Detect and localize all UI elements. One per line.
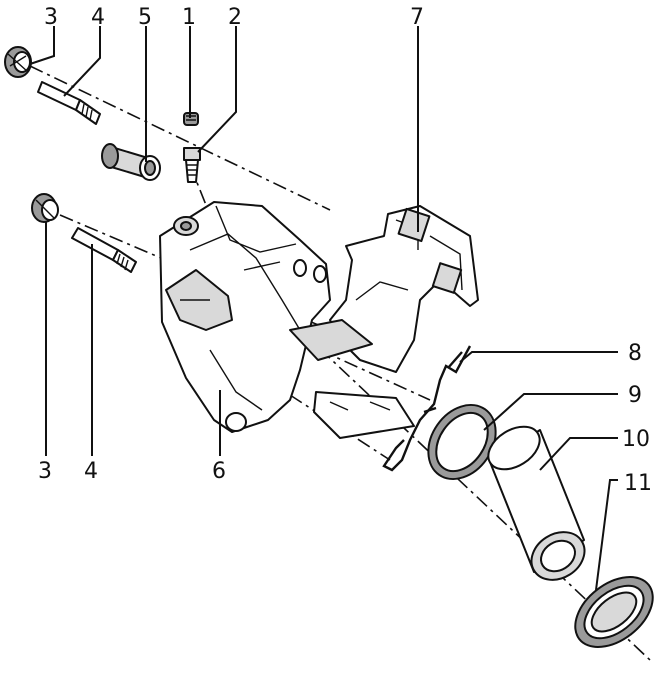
retaining-spring [382,345,472,472]
leader-2 [197,26,237,153]
leader-3-upper [29,26,55,65]
callout-3-lower: 3 [38,459,52,484]
callout-4-upper: 4 [91,5,105,30]
callout-labels: 3 4 5 1 2 7 8 9 10 11 3 4 6 [38,5,652,496]
callout-9: 9 [628,383,642,408]
callout-1: 1 [182,5,196,30]
leader-8 [459,351,618,363]
callout-8: 8 [628,341,642,366]
leader-11 [595,479,618,591]
callout-4-lower: 4 [84,459,98,484]
bleed-valve [183,147,201,183]
callout-2: 2 [228,5,242,30]
leader-10 [539,437,618,471]
guide-pin-cap-upper [4,46,32,78]
leader-9 [483,393,618,431]
callout-7: 7 [410,5,424,30]
caliper-carrier [329,205,479,373]
callout-11: 11 [624,471,652,496]
callout-6: 6 [212,459,226,484]
axis-upper-guide-pin [29,65,331,211]
guide-pin-cap-lower [31,193,59,223]
callout-5: 5 [138,5,152,30]
piston [487,425,586,581]
caliper-housing [159,201,331,433]
callout-10: 10 [622,427,650,452]
axis-pad-upper [319,349,431,401]
piston-seal [427,403,497,481]
leader-4-upper [63,26,101,97]
guide-pin-lower [71,227,137,273]
guide-pin-upper [37,81,101,125]
dust-boot [574,576,654,648]
guide-bushing [101,143,161,181]
brake-pads [289,319,415,439]
leader-lines [29,26,618,591]
callout-3-upper: 3 [44,5,58,30]
